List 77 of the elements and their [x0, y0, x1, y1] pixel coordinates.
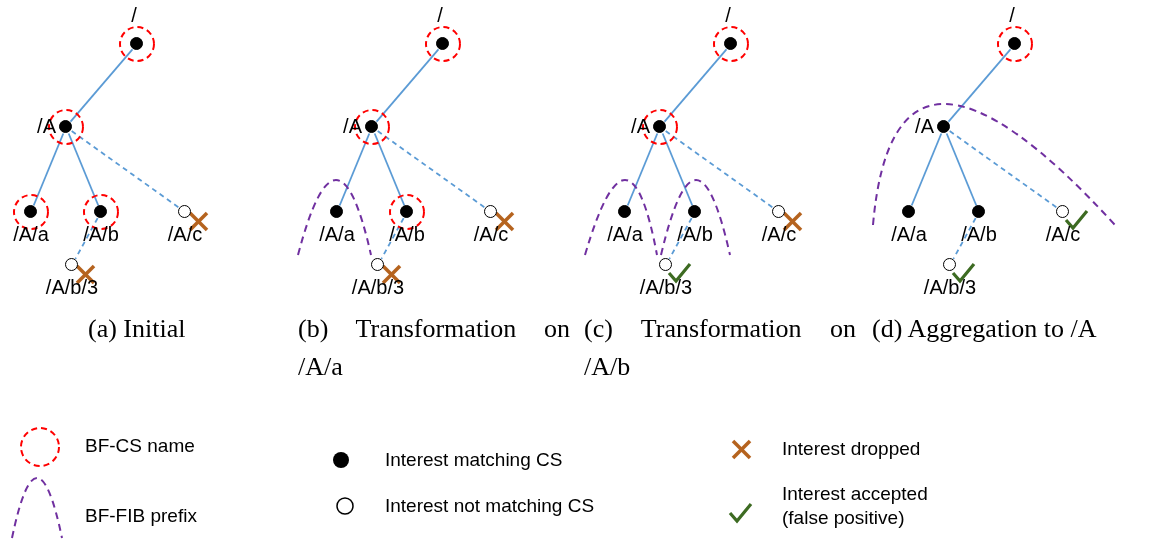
- filled-dot: [365, 120, 378, 133]
- node-label: /: [437, 4, 443, 26]
- node-label: /A/c: [473, 223, 509, 245]
- legend-label: BF-CS name: [85, 434, 196, 458]
- filled-dot: [618, 205, 631, 218]
- filled-dot: [130, 37, 143, 50]
- connector-line: [380, 217, 405, 260]
- node-label: /A: [343, 115, 362, 137]
- connector-line: [661, 132, 694, 207]
- node-label: /A/a: [319, 223, 355, 245]
- node-label: /: [1009, 4, 1015, 26]
- node-label: /: [725, 4, 731, 26]
- hollow-circle: [178, 205, 191, 218]
- node-label: /A/a: [891, 223, 927, 245]
- panel-caption: (d) Aggregation to /A: [872, 313, 1098, 345]
- hollow-circle: [65, 258, 78, 271]
- connector-line: [338, 132, 371, 207]
- node-label: /A/b: [677, 223, 713, 245]
- connector-line: [664, 130, 775, 209]
- connector-line: [945, 132, 978, 207]
- legend-label: BF-FIB prefix: [85, 504, 198, 528]
- filled-dot: [59, 120, 72, 133]
- connector-line: [375, 48, 440, 123]
- hollow-circle: [1056, 205, 1069, 218]
- node-label: /A: [37, 115, 56, 137]
- connector-line: [74, 217, 99, 260]
- legend-label: Interest matching CS: [385, 448, 564, 472]
- connector-line: [663, 48, 728, 123]
- filled-dot: [94, 205, 107, 218]
- hollow-circle: [943, 258, 956, 271]
- connector-line: [952, 217, 977, 260]
- connector-line: [67, 132, 100, 207]
- node-label: /A/a: [13, 223, 49, 245]
- node-label: /A/c: [167, 223, 203, 245]
- node-label: /A/b: [389, 223, 425, 245]
- connector-line: [626, 132, 659, 207]
- filled-dot: [937, 120, 950, 133]
- connector-line: [373, 132, 406, 207]
- node-label: /A/b/3: [351, 276, 405, 298]
- legend-label: Interest dropped: [782, 437, 922, 461]
- node-label: /A/b/3: [639, 276, 693, 298]
- node-label: /A/c: [1045, 223, 1081, 245]
- legend-label: Interest accepted (false positive): [782, 482, 929, 530]
- hollow-circle: [371, 258, 384, 271]
- connector-line: [668, 217, 693, 260]
- filled-dot: [653, 120, 666, 133]
- node-label: /A/a: [607, 223, 643, 245]
- hollow-circle: [484, 205, 497, 218]
- connector-line: [376, 130, 487, 209]
- filled-dot: [24, 205, 37, 218]
- connector-line: [69, 48, 134, 123]
- connector-line: [910, 132, 943, 207]
- connector-line: [948, 130, 1059, 209]
- node-label: /A/b: [83, 223, 119, 245]
- filled-dot: [688, 205, 701, 218]
- node-label: /A: [915, 115, 934, 137]
- filled-dot: [1008, 37, 1021, 50]
- filled-dot: [400, 205, 413, 218]
- panel-caption: (b) Transformation on /A/a: [298, 313, 570, 383]
- node-label: /A/b/3: [45, 276, 99, 298]
- node-label: /A/b/3: [923, 276, 977, 298]
- filled-dot: [436, 37, 449, 50]
- hollow-circle: [772, 205, 785, 218]
- node-label: /A/b: [961, 223, 997, 245]
- node-label: /: [131, 4, 137, 26]
- filled-dot: [724, 37, 737, 50]
- filled-dot: [972, 205, 985, 218]
- filled-dot: [330, 205, 343, 218]
- node-label: /A: [631, 115, 650, 137]
- hollow-circle: [659, 258, 672, 271]
- legend-label: Interest not matching CS: [385, 494, 596, 518]
- connector-line: [70, 130, 181, 209]
- filled-dot: [902, 205, 915, 218]
- panel-caption: (c) Transformation on /A/b: [584, 313, 856, 383]
- panel-caption: (a) Initial: [88, 313, 187, 345]
- node-label: /A/c: [761, 223, 797, 245]
- connector-line: [947, 48, 1012, 123]
